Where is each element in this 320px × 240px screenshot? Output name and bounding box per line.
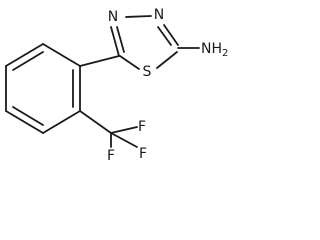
bond-n3-c2: [163, 24, 179, 46]
atom-amine-label: NH2: [201, 41, 228, 59]
bond-ph3-ph4: [5, 110, 44, 134]
bond-ph-inner-c: [12, 51, 44, 71]
atom-f-bottom-label: F: [107, 148, 115, 164]
bond-ph2-ph3: [42, 110, 81, 134]
bond-ph6-ph1: [42, 43, 81, 67]
bond-ph5-ph6: [5, 43, 44, 67]
atom-n3-label: N: [154, 7, 164, 23]
bond-s1-c5: [119, 55, 140, 70]
bond-c-f-right: [110, 132, 138, 148]
atom-f-right-label: F: [139, 146, 147, 162]
bond-c5-n4-double: [116, 26, 125, 53]
bond-n3-c2-double: [157, 26, 172, 46]
bond-ph-inner-b: [12, 106, 44, 126]
amine-subscript: 2: [222, 48, 228, 59]
atom-n4-label: N: [108, 9, 118, 25]
atom-f-top-label: F: [138, 119, 146, 135]
bond-c2-s1: [156, 51, 178, 69]
bond-c-f-top: [110, 126, 138, 134]
bond-c5-phenyl: [79, 55, 120, 67]
atom-s1-label: S: [143, 64, 152, 80]
bond-c5-n4: [110, 26, 120, 57]
molecule-structure: N N S NH2 F F F: [5, 7, 228, 164]
bond-ph2-cf3: [79, 110, 112, 134]
bond-n4-n3: [125, 15, 152, 18]
